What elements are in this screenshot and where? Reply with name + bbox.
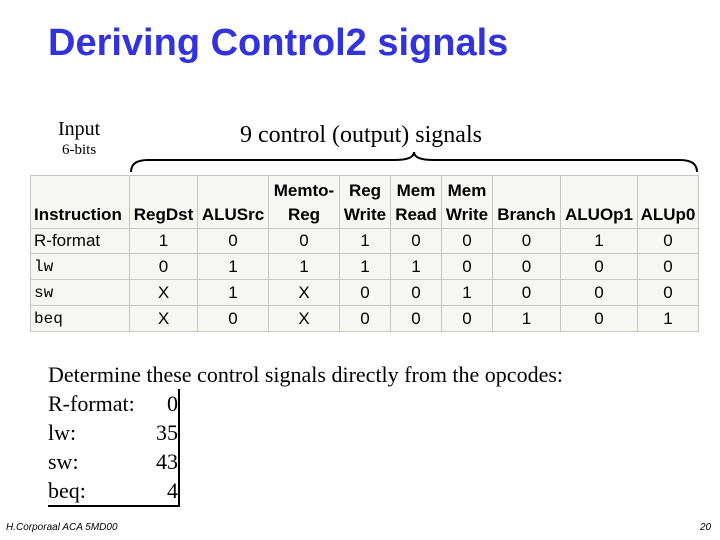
opcodes-list: R-format: 0 lw: 35 sw: 43 beq: 4 [48, 389, 180, 507]
opcode-name: R-format: [48, 391, 135, 416]
signal-cell: 0 [441, 305, 493, 332]
column-header-line: Reg [348, 181, 382, 200]
opcode-value: 0 [167, 391, 178, 416]
signal-cell: 0 [339, 305, 391, 332]
signal-cell: 0 [560, 305, 638, 332]
column-header-line: Instruction [34, 205, 122, 224]
page-number: 20 [700, 522, 712, 533]
list-item: beq: 4 [48, 476, 178, 505]
input-bits-label: 6-bits [62, 142, 97, 158]
signal-cell: 0 [129, 253, 198, 280]
column-header: ALUOp1 [560, 175, 638, 229]
signal-cell: 1 [492, 305, 561, 332]
list-item: R-format: 0 [48, 389, 178, 418]
signal-cell: 1 [390, 253, 442, 280]
column-header-line: Write [445, 205, 489, 224]
signal-cell: 0 [390, 279, 442, 306]
curly-brace-icon [130, 151, 698, 173]
opcode-name: beq: [48, 478, 86, 503]
instruction-cell: lw [30, 253, 130, 280]
list-item: sw: 43 [48, 447, 178, 476]
footer-author: H.Corporaal ACA 5MD00 [6, 522, 118, 533]
opcodes-heading: Determine these control signals directly… [48, 362, 564, 387]
signal-cell: 0 [339, 279, 391, 306]
column-header: Memto- Reg [268, 175, 340, 229]
signal-cell: 0 [492, 253, 561, 280]
input-label: Input [58, 118, 101, 140]
outputs-label: 9 control (output) signals [240, 122, 482, 148]
instruction-cell: R-format [30, 228, 130, 254]
column-header: ALUSrc [197, 175, 269, 229]
column-header-line: ALUp0 [640, 205, 696, 224]
signal-cell: X [268, 305, 340, 332]
instruction-cell: sw [30, 279, 130, 306]
signal-cell: 1 [197, 279, 269, 306]
signal-cell: 1 [441, 279, 493, 306]
column-header-line: ALUOp1 [565, 205, 633, 224]
column-header: RegDst [129, 175, 198, 229]
signal-cell: X [129, 305, 198, 332]
signal-cell: 0 [390, 305, 442, 332]
opcodes-block: Determine these control signals directly… [48, 360, 563, 507]
column-header: ALUp0 [637, 175, 699, 229]
signal-cell: 0 [492, 228, 561, 254]
signal-cell: 0 [268, 228, 340, 254]
signal-cell: 1 [339, 253, 391, 280]
signal-cell: 0 [390, 228, 442, 254]
column-header-line: Branch [497, 205, 556, 224]
column-header: Branch [492, 175, 561, 229]
list-item: lw: 35 [48, 418, 178, 447]
instruction-cell: beq [30, 305, 130, 332]
signal-cell: 0 [441, 228, 493, 254]
signal-cell: 0 [637, 228, 699, 254]
signal-cell: 1 [268, 253, 340, 280]
signal-cell: 0 [197, 305, 269, 332]
signal-cell: 1 [197, 253, 269, 280]
signal-cell: 0 [560, 253, 638, 280]
signal-cell: 1 [129, 228, 198, 254]
column-header: Instruction [30, 175, 130, 229]
signal-cell: 0 [637, 279, 699, 306]
opcode-value: 35 [156, 420, 178, 445]
opcode-name: sw: [48, 449, 79, 474]
opcode-name: lw: [48, 420, 77, 445]
signal-cell: 0 [492, 279, 561, 306]
column-header-line: Write [343, 205, 387, 224]
signal-cell: 0 [560, 279, 638, 306]
column-header-line: Mem [396, 181, 436, 200]
column-header-line: ALUSrc [201, 205, 265, 224]
slide-title: Deriving Control2 signals [48, 22, 509, 64]
signal-cell: 0 [197, 228, 269, 254]
column-header-line: Read [395, 205, 437, 224]
column-header-line: Mem [447, 181, 487, 200]
signal-cell: 0 [637, 253, 699, 280]
signal-cell: 1 [339, 228, 391, 254]
column-header-line: Reg [287, 205, 321, 224]
signal-cell: 1 [637, 305, 699, 332]
signal-cell: 0 [441, 253, 493, 280]
opcode-value: 43 [156, 449, 178, 474]
signal-cell: 1 [560, 228, 638, 254]
signal-cell: X [268, 279, 340, 306]
opcode-value: 4 [167, 478, 178, 503]
column-header-line: RegDst [133, 205, 194, 224]
column-header-line: Memto- [273, 181, 335, 200]
signal-cell: X [129, 279, 198, 306]
